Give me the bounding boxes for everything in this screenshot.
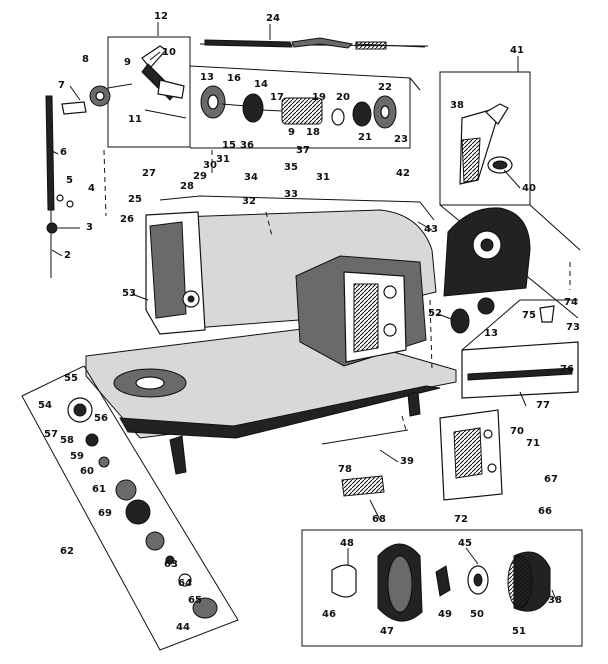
callout-label: 8: [82, 54, 89, 65]
callout-label: 15: [222, 140, 236, 151]
callout-label: 26: [120, 214, 134, 225]
callout-label: 3: [86, 222, 93, 233]
callout-label: 63: [164, 559, 178, 570]
callout-label: 22: [378, 82, 392, 93]
callout-label: 68: [372, 514, 386, 525]
callout-label: 53: [122, 288, 136, 299]
callout-label: 62: [60, 546, 74, 557]
callout-label: 47: [380, 626, 394, 637]
slide-plate-assembly: [461, 299, 579, 399]
motor-cover: [443, 207, 531, 334]
callout-label: 73: [566, 322, 580, 333]
callout-label: 25: [128, 194, 142, 205]
callout-label: 12: [154, 11, 168, 22]
callout-label: 20: [336, 92, 350, 103]
callout-label: 77: [536, 400, 550, 411]
callout-label: 46: [322, 609, 336, 620]
callout-label: 51: [512, 626, 526, 637]
bobbin-parts-strip: [21, 365, 239, 651]
callout-label: 38: [548, 595, 562, 606]
callout-label: 18: [306, 127, 320, 138]
callout-label: 69: [98, 508, 112, 519]
callout-label: 65: [188, 595, 202, 606]
callout-label: 60: [80, 466, 94, 477]
slide-plate-68: [439, 409, 503, 501]
callout-label: 74: [564, 297, 578, 308]
callout-label: 58: [60, 435, 74, 446]
callout-label: 2: [64, 250, 71, 261]
callout-label: 75: [522, 310, 536, 321]
callout-label: 39: [400, 456, 414, 467]
take-up-lever-parts: [61, 45, 187, 119]
callout-label: 45: [458, 538, 472, 549]
callout-label: 36: [240, 140, 254, 151]
callout-label: 28: [180, 181, 194, 192]
callout-label: 37: [296, 145, 310, 156]
callout-label: 40: [522, 183, 536, 194]
callout-label: 32: [242, 196, 256, 207]
callout-label: 27: [142, 168, 156, 179]
callout-label: 9: [288, 127, 295, 138]
callout-label: 38: [450, 100, 464, 111]
callout-label: 44: [176, 622, 190, 633]
leader-lines: [49, 22, 557, 601]
callout-label: 49: [438, 609, 452, 620]
callout-label: 70: [510, 426, 524, 437]
callout-label: 42: [396, 168, 410, 179]
callout-label: 11: [128, 114, 142, 125]
callout-label: 56: [94, 413, 108, 424]
callout-label: 48: [340, 538, 354, 549]
callout-label: 5: [66, 175, 73, 186]
callout-label: 14: [254, 79, 268, 90]
motor-pulley-frame: [301, 529, 583, 647]
callout-label: 54: [38, 400, 52, 411]
callout-label: 19: [312, 92, 326, 103]
callout-label: 78: [338, 464, 352, 475]
callout-label: 30: [203, 160, 217, 171]
callout-label: 31: [216, 154, 230, 165]
callout-label: 33: [284, 189, 298, 200]
callout-label: 35: [284, 162, 298, 173]
guide-lines: [103, 149, 571, 431]
callout-label: 10: [162, 47, 176, 58]
callout-label: 23: [394, 134, 408, 145]
callout-label: 41: [510, 45, 524, 56]
callout-label: 31: [316, 172, 330, 183]
callout-label: 61: [92, 484, 106, 495]
callout-label: 72: [454, 514, 468, 525]
callout-label: 6: [60, 147, 67, 158]
group-12-frame: [107, 36, 421, 149]
shaft-parts-row: [200, 85, 397, 129]
callout-label: 52: [428, 308, 442, 319]
callout-label: 13: [484, 328, 498, 339]
callout-label: 24: [266, 13, 280, 24]
top-rod-part-24: [199, 37, 429, 50]
callout-label: 67: [544, 474, 558, 485]
callout-label: 55: [64, 373, 78, 384]
callout-label: 21: [358, 132, 372, 143]
callout-label: 64: [178, 578, 192, 589]
callout-label: 13: [200, 72, 214, 83]
needle-bar-parts: [45, 95, 80, 278]
callout-label: 7: [58, 80, 65, 91]
callout-label: 59: [70, 451, 84, 462]
callout-label: 34: [244, 172, 258, 183]
callout-label: 9: [124, 57, 131, 68]
callout-label: 17: [270, 92, 284, 103]
callout-label: 50: [470, 609, 484, 620]
callout-label: 16: [227, 73, 241, 84]
feed-dog: [321, 429, 409, 497]
callout-label: 71: [526, 438, 540, 449]
pillar-housing: [295, 255, 427, 367]
callout-label: 57: [44, 429, 58, 440]
callout-labels: 12 24 41 10 8 9 7 11 13 16 14 17 19 20 2…: [38, 11, 580, 637]
callout-label: 66: [538, 506, 552, 517]
callout-label: 29: [193, 171, 207, 182]
callout-label: 4: [88, 183, 95, 194]
callout-label: 76: [560, 364, 574, 375]
